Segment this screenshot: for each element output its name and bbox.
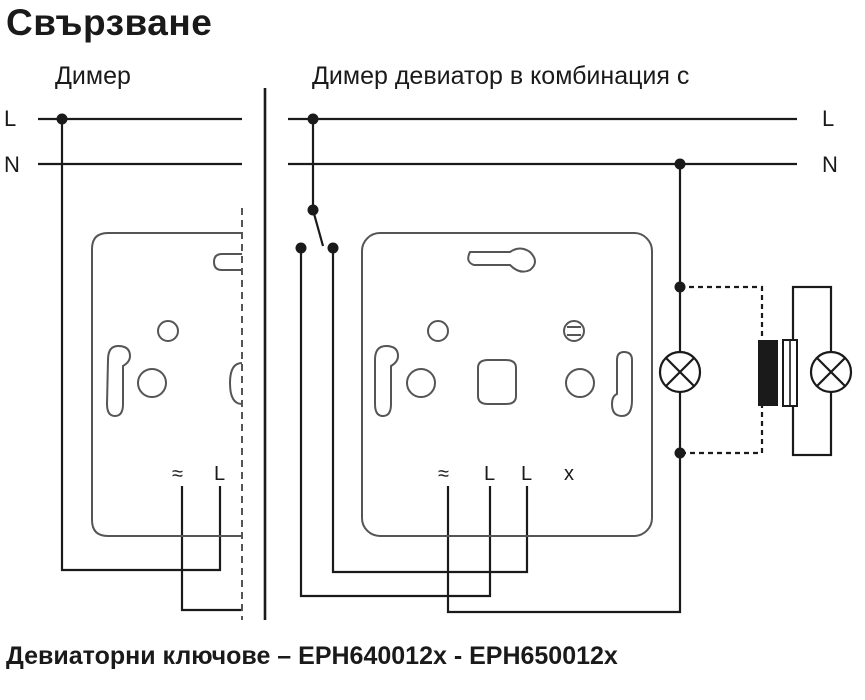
left-device-body: [91, 232, 242, 537]
junction-dot: [295, 242, 307, 254]
right-device-hole-left: [406, 368, 436, 398]
left-line-n-label: N: [4, 152, 20, 177]
right-terminal-l2: L: [521, 463, 533, 485]
page-title: Свързване: [6, 2, 213, 43]
right-line-l-label: L: [822, 106, 835, 131]
junction-dot: [56, 113, 68, 125]
left-device-hole-small: [157, 320, 179, 342]
right-terminal-tilde: ≈: [438, 463, 449, 485]
junction-dot: [307, 113, 319, 125]
right-device-hole-right: [565, 368, 595, 398]
left-diagram-label: Димер: [55, 62, 131, 90]
left-device-key-slot: [105, 344, 132, 418]
right-device-center-knob: [477, 359, 517, 405]
right-wire-a: [299, 248, 492, 598]
junction-dot: [327, 242, 339, 254]
left-terminal-l: L: [214, 463, 226, 485]
footer-caption: Девиаторни ключове – EPH640012x - EPH650…: [6, 642, 618, 670]
right-device-key-slot-left: [374, 344, 400, 418]
junction-dot: [674, 158, 686, 170]
right-device-body: [361, 232, 653, 537]
switch-blade: [311, 209, 325, 247]
right-line-n-label: N: [822, 152, 838, 177]
junction-dot: [674, 447, 686, 459]
right-terminal-x: x: [564, 463, 574, 485]
right-diagram-label: Димер девиатор в комбинация с: [312, 62, 690, 90]
junction-dot: [307, 204, 319, 216]
right-device-hole-small: [427, 320, 449, 342]
transformer-icon: [758, 339, 798, 407]
left-wire-l-to-terminal: [60, 119, 222, 572]
right-wire-tilde: [446, 453, 682, 614]
right-device-screw: [563, 320, 585, 342]
right-device-key-slot-right: [610, 350, 633, 418]
left-device-slot: [212, 253, 242, 271]
right-wire-b: [331, 248, 529, 574]
left-wire-tilde-to-edge: [180, 486, 242, 612]
left-device-hole-large: [137, 368, 167, 398]
left-device-side-slot: [228, 362, 243, 405]
right-terminal-l1: L: [484, 463, 496, 485]
junction-dot: [674, 281, 686, 293]
left-line-l-label: L: [4, 106, 17, 131]
right-device-top-slot: [467, 247, 536, 273]
left-terminal-tilde: ≈: [172, 463, 183, 485]
